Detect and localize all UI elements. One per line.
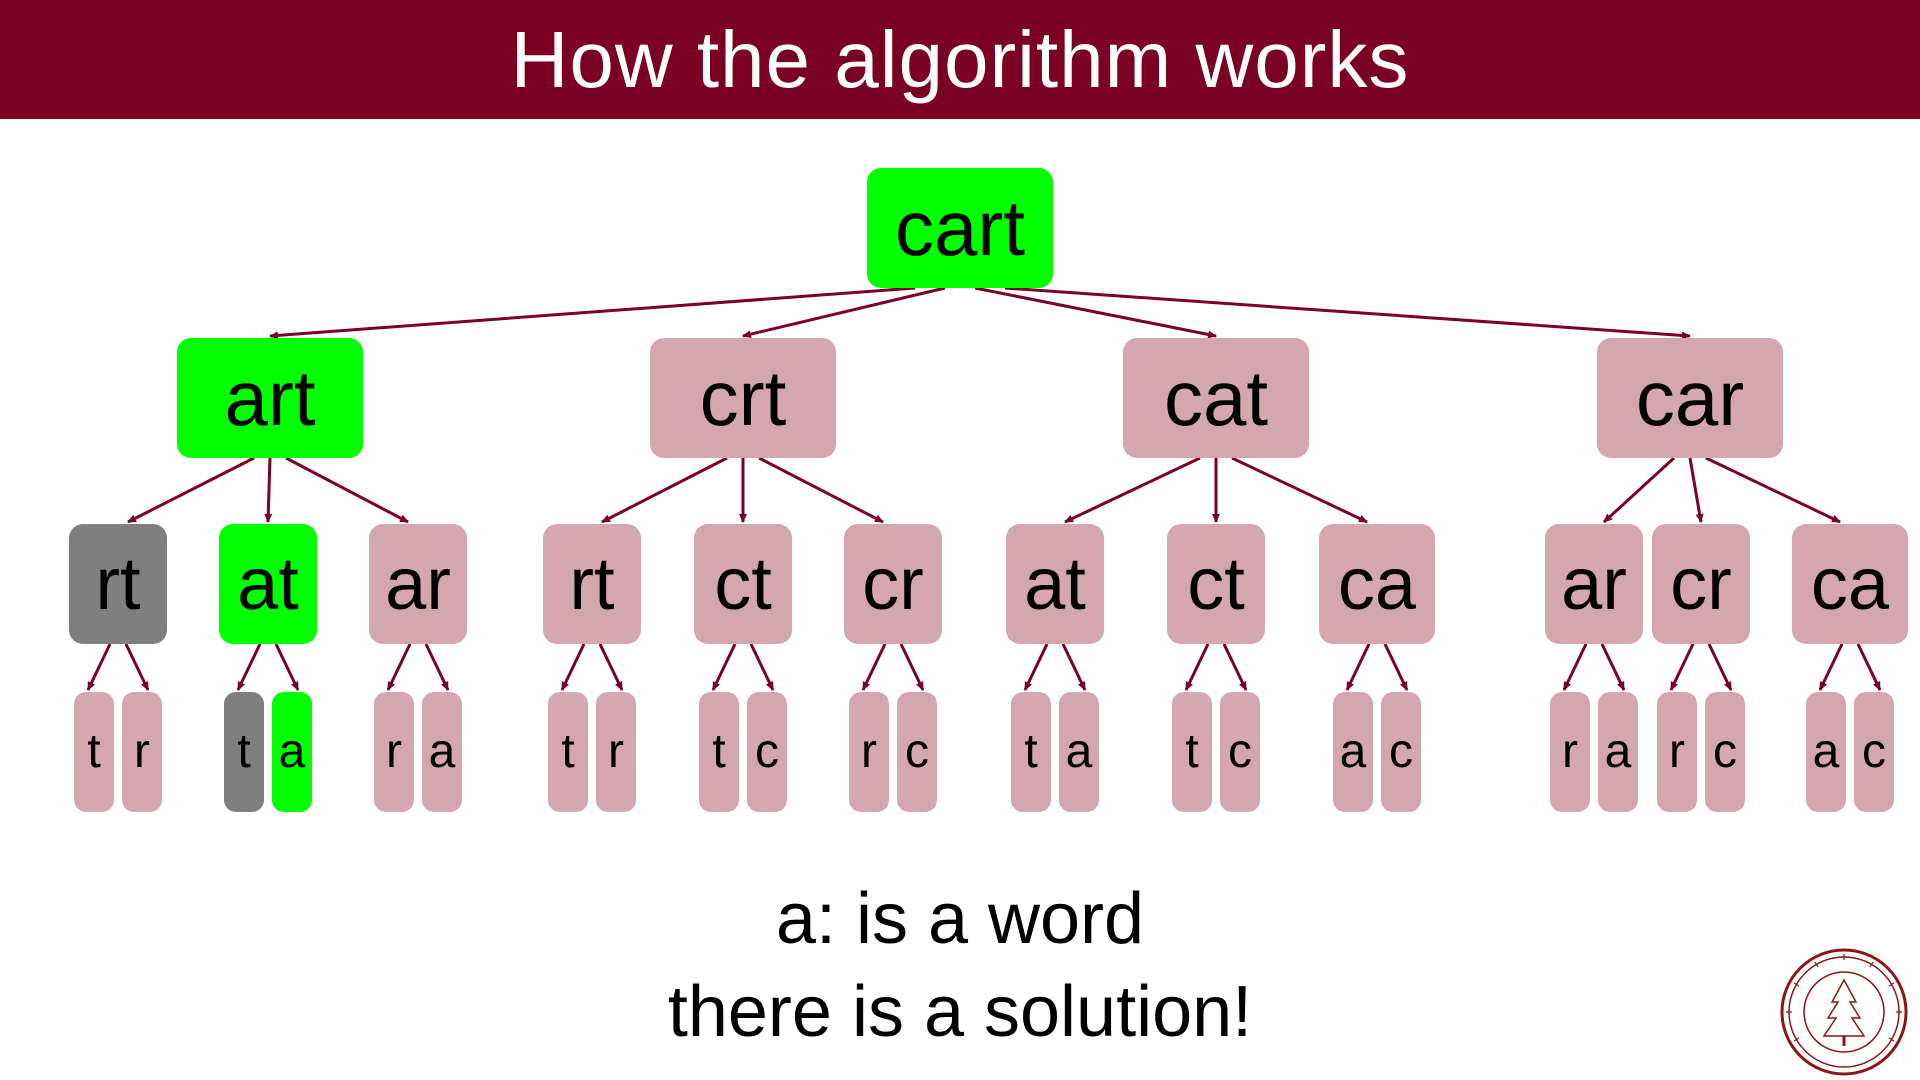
tree-node-3-1-1: c [1705,692,1745,812]
edge-root-2 [974,286,1217,339]
tree-node-0-0-1: r [122,692,162,812]
tree-node-2-2-0: a [1333,692,1373,812]
edge-0-2-1 [424,643,450,691]
tree-node-3: car [1597,338,1783,458]
edge-1-0 [601,456,728,524]
edge-0-0-0 [86,643,112,691]
tree-node-0: art [177,338,363,458]
edge-3-2-0 [1818,643,1844,691]
tree-node-0-2: ar [369,524,467,644]
edge-root-0 [269,286,916,340]
tree-node-3-0: ar [1545,524,1643,644]
tree-node-0-0-0: t [74,692,114,812]
edge-0-1 [264,457,273,523]
edge-0-0-1 [124,643,150,691]
tree-node-0-2-0: r [374,692,414,812]
edge-3-1-0 [1669,643,1695,691]
tree-node-2-0-0: t [1011,692,1051,812]
tree-node-1-0: rt [543,524,641,644]
tree-node-2-1-0: t [1172,692,1212,812]
tree-node-1-1-0: t [699,692,739,812]
tree-node-1: crt [650,338,836,458]
tree-node-3-1: cr [1652,524,1750,644]
tree-node-1-0-1: r [596,692,636,812]
edge-3-1 [1688,457,1704,523]
tree-node-2-0-1: a [1059,692,1099,812]
edge-2-2-0 [1345,643,1371,691]
slide-title: How the algorithm works [510,14,1410,104]
tree-edges [86,286,1882,691]
edge-1-0-0 [560,643,586,691]
edge-2-0 [1064,456,1201,524]
edge-root-3 [1004,286,1691,340]
tree-node-3-2-0: a [1806,692,1846,812]
tree-node-2-1-1: c [1220,692,1260,812]
tree-node-1-2: cr [844,524,942,644]
tree-node-3-2-1: c [1854,692,1894,812]
tree-node-2-1: ct [1167,524,1265,644]
tree-node-0-1: at [219,524,317,644]
edge-3-0 [1602,456,1676,524]
title-bar: How the algorithm works [0,0,1920,119]
tree-node-0-0: rt [69,524,167,644]
edge-0-2 [285,456,409,524]
tree-node-1-0-0: t [548,692,588,812]
edge-0-1-1 [274,643,300,691]
edge-1-2-1 [899,643,925,691]
tree-node-1-2-1: c [897,692,937,812]
tree-node-2-0: at [1006,524,1104,644]
caption-line-1: a: is a word [775,879,1145,959]
edge-2-1-0 [1184,643,1210,691]
edge-3-1-1 [1707,643,1733,691]
edge-3-2-1 [1856,643,1882,691]
tree-node-0-1-0: t [224,692,264,812]
tree-node-2-2: ca [1319,524,1435,644]
edge-0-1-0 [236,643,262,691]
tree-node-3-2: ca [1792,524,1908,644]
tree-node-2-2-1: c [1381,692,1421,812]
university-seal-icon [1780,948,1908,1076]
edge-0-2-0 [386,643,412,691]
edge-2-1-1 [1222,643,1248,691]
tree-node-3-0-1: a [1598,692,1638,812]
tree-node-root: cart [867,168,1053,288]
edge-1-2 [758,456,884,524]
tree-node-3-1-0: r [1657,692,1697,812]
edge-2-0-0 [1023,643,1049,691]
caption-line-2: there is a solution! [667,972,1253,1052]
edge-3-0-0 [1562,643,1588,691]
edge-1-2-0 [861,643,887,691]
tree-node-3-0-0: r [1550,692,1590,812]
edge-2-2-1 [1383,643,1409,691]
tree-node-1-1-1: c [747,692,787,812]
edge-1-0-1 [598,643,624,691]
tree-node-1-1: ct [694,524,792,644]
edge-1-1-1 [749,643,775,691]
edge-3-0-1 [1600,643,1626,691]
edge-2-0-1 [1061,643,1087,691]
edge-0-0 [127,456,255,524]
edge-2-2 [1231,456,1368,524]
tree-node-0-1-1: a [272,692,312,812]
edge-1-1-0 [711,643,737,691]
tree-node-0-2-1: a [422,692,462,812]
edge-root-1 [742,286,946,339]
tree-node-2: cat [1123,338,1309,458]
tree-node-1-2-0: r [849,692,889,812]
edge-3-2 [1705,456,1841,524]
